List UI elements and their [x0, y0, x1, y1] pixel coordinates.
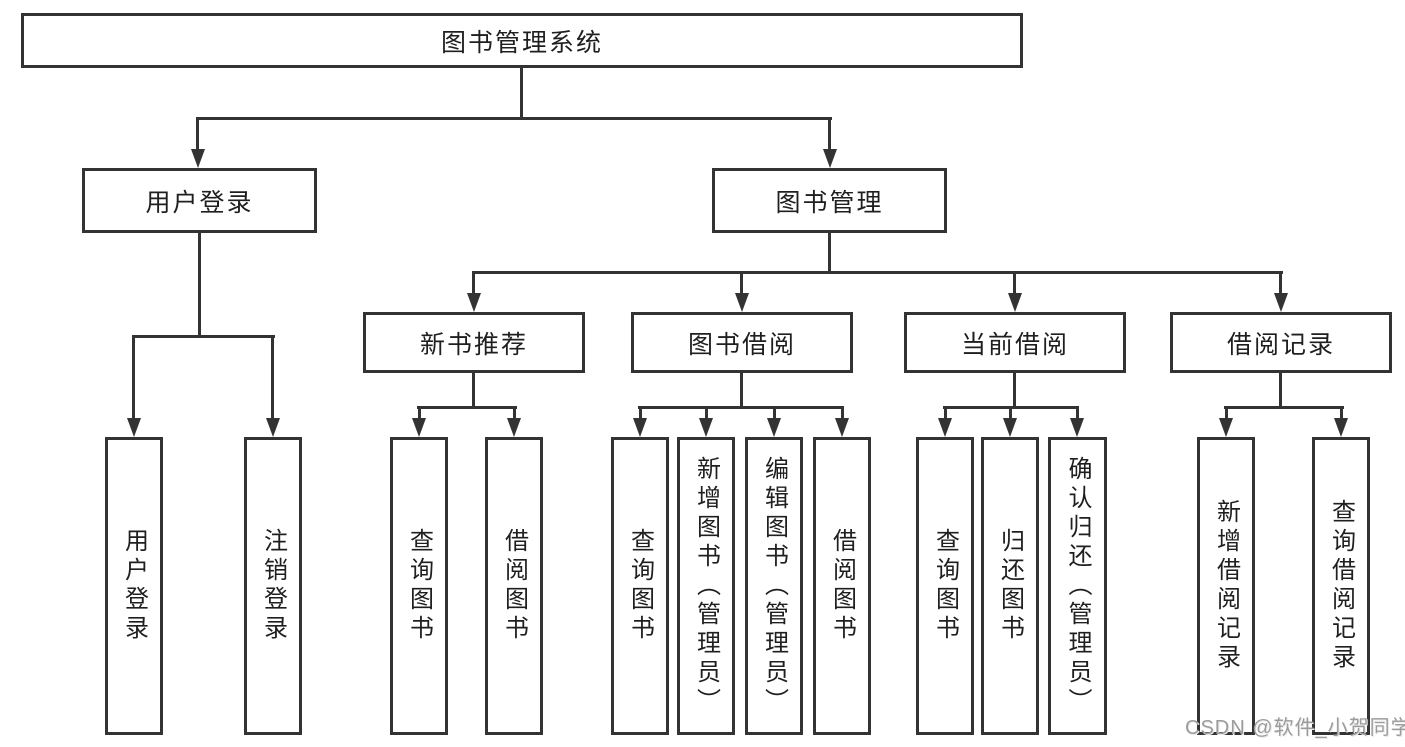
leaf-return-books: 归还图书 — [981, 437, 1039, 735]
arrow-down-icon — [1334, 418, 1348, 437]
connector-line — [841, 406, 844, 420]
leaf-borrow-books-2: 借阅图书 — [813, 437, 871, 735]
node-current-borrow: 当前借阅 — [904, 312, 1126, 373]
arrow-down-icon — [1003, 418, 1017, 437]
leaf-add-books-admin: 新增图书（管理员） — [677, 437, 735, 735]
arrow-down-icon — [835, 418, 849, 437]
arrow-down-icon — [266, 418, 280, 437]
connector-line — [271, 335, 274, 421]
connector-line — [472, 271, 1283, 274]
arrow-down-icon — [767, 418, 781, 437]
node-new-book-recommend: 新书推荐 — [363, 312, 585, 373]
arrow-down-icon — [467, 293, 481, 312]
connector-line — [773, 406, 776, 420]
node-borrow-records: 借阅记录 — [1170, 312, 1392, 373]
node-library-system: 图书管理系统 — [21, 13, 1023, 68]
connector-line — [705, 406, 708, 420]
connector-line — [1279, 373, 1282, 409]
connector-line — [1013, 271, 1016, 295]
connector-line — [513, 406, 516, 420]
arrow-down-icon — [1008, 293, 1022, 312]
connector-line — [472, 373, 475, 409]
connector-line — [1009, 406, 1012, 420]
arrow-down-icon — [507, 418, 521, 437]
leaf-add-borrow-record: 新增借阅记录 — [1197, 437, 1255, 735]
connector-line — [197, 117, 832, 120]
leaf-user-login: 用户登录 — [105, 437, 163, 735]
arrow-down-icon — [633, 418, 647, 437]
connector-line — [1279, 271, 1282, 295]
connector-line — [132, 335, 275, 338]
arrow-down-icon — [127, 418, 141, 437]
node-user-login: 用户登录 — [82, 168, 317, 233]
connector-line — [740, 373, 743, 409]
connector-line — [638, 406, 844, 409]
connector-line — [198, 233, 201, 338]
connector-line — [1225, 406, 1228, 420]
node-book-borrow: 图书借阅 — [631, 312, 853, 373]
connector-line — [639, 406, 642, 420]
arrow-down-icon — [699, 418, 713, 437]
arrow-down-icon — [823, 149, 837, 168]
leaf-edit-books-admin: 编辑图书（管理员） — [745, 437, 803, 735]
arrow-down-icon — [1274, 293, 1288, 312]
connector-line — [417, 406, 517, 409]
arrow-down-icon — [412, 418, 426, 437]
node-book-management: 图书管理 — [712, 168, 947, 233]
leaf-query-borrow-record: 查询借阅记录 — [1312, 437, 1370, 735]
arrow-down-icon — [938, 418, 952, 437]
connector-line — [132, 335, 135, 421]
connector-line — [740, 271, 743, 295]
arrow-down-icon — [1219, 418, 1233, 437]
leaf-logout: 注销登录 — [244, 437, 302, 735]
arrow-down-icon — [1070, 418, 1084, 437]
connector-line — [520, 68, 523, 120]
connector-line — [1076, 406, 1079, 420]
arrow-down-icon — [191, 149, 205, 168]
connector-line — [1340, 406, 1343, 420]
connector-line — [828, 233, 831, 274]
leaf-query-books-2: 查询图书 — [611, 437, 669, 735]
connector-line — [944, 406, 947, 420]
connector-line — [1013, 373, 1016, 409]
connector-line — [828, 117, 831, 153]
leaf-query-books-3: 查询图书 — [916, 437, 974, 735]
leaf-confirm-return-admin: 确认归还（管理员） — [1048, 437, 1107, 735]
arrow-down-icon — [735, 293, 749, 312]
csdn-watermark: CSDN @软件_小贺同学 — [1185, 717, 1405, 739]
connector-line — [1224, 406, 1344, 409]
leaf-borrow-books-1: 借阅图书 — [485, 437, 543, 735]
connector-line — [196, 117, 199, 153]
connector-line — [418, 406, 421, 420]
leaf-query-books-1: 查询图书 — [390, 437, 448, 735]
connector-line — [472, 271, 475, 295]
